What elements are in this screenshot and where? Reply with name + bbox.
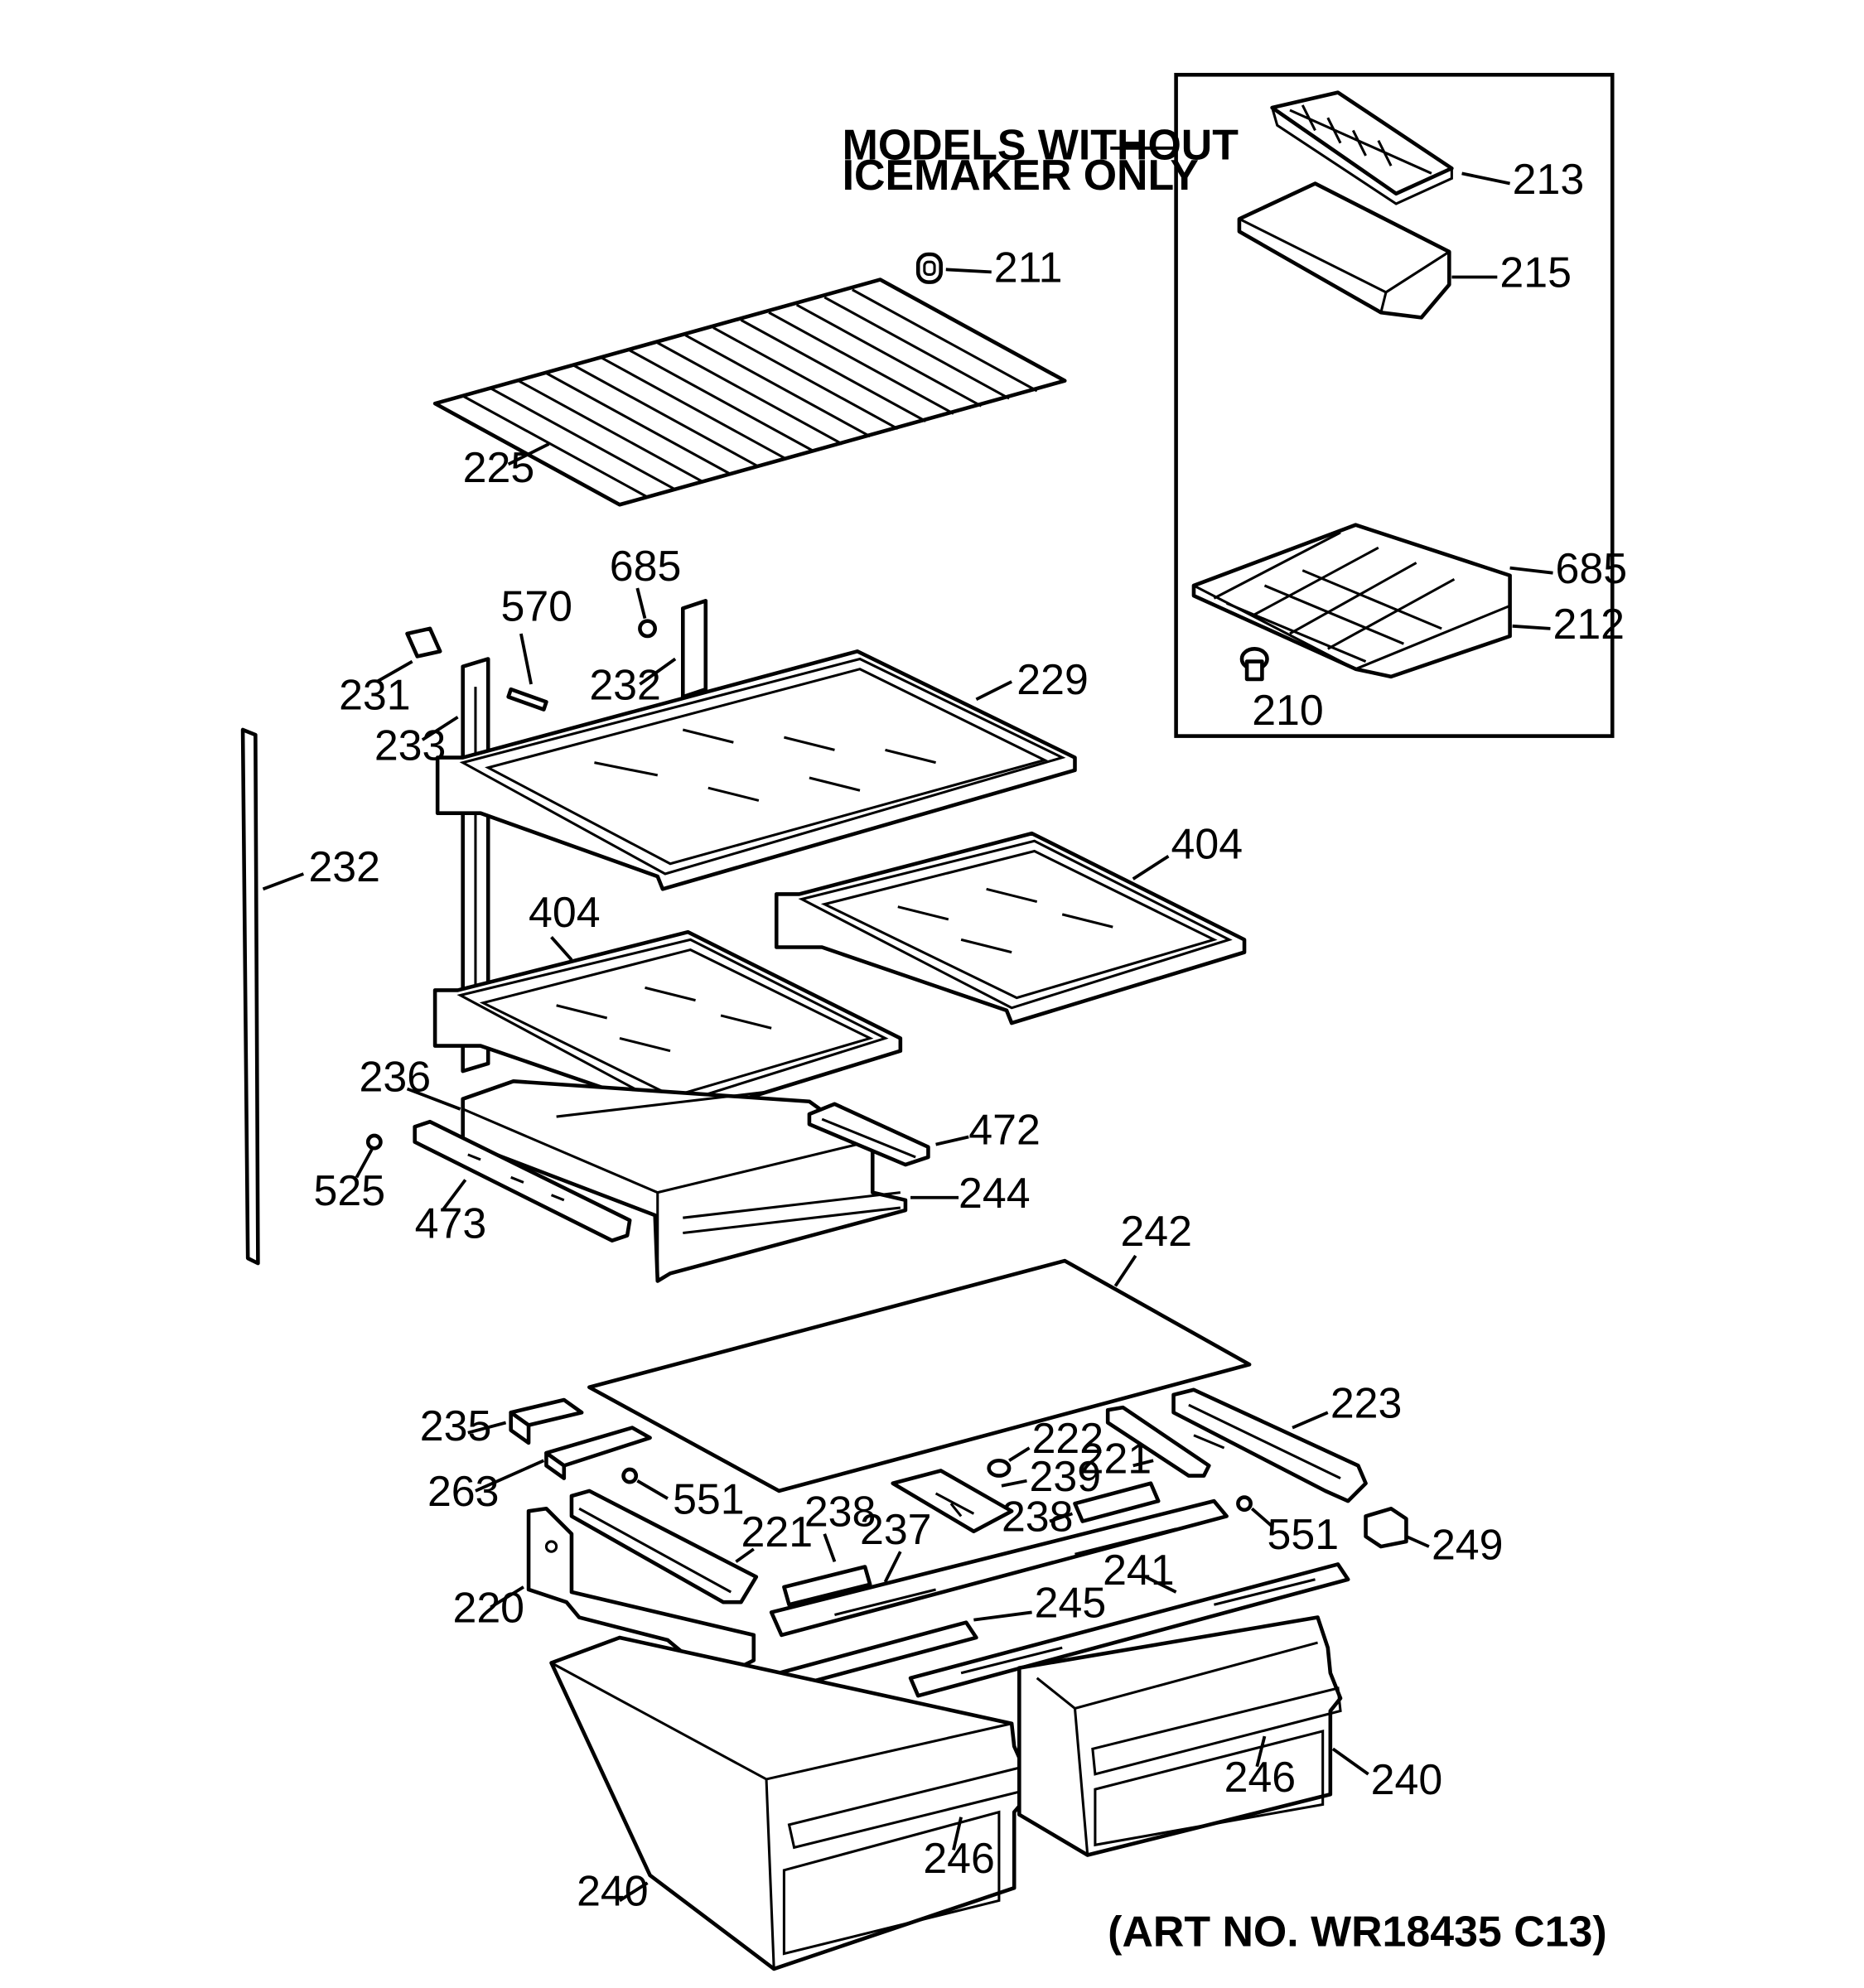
label-246-right: 246 <box>1224 1753 1297 1801</box>
crisper-cover-glass-part <box>587 1258 1252 1493</box>
label-238-right: 238 <box>1002 1493 1074 1541</box>
label-221-left: 221 <box>741 1508 814 1556</box>
rail-241-part <box>908 1562 1350 1698</box>
label-242: 242 <box>1120 1207 1192 1255</box>
label-211: 211 <box>994 244 1063 292</box>
screw-551-right-part <box>1236 1495 1253 1513</box>
inset-title-line2: ICEMAKER ONLY <box>843 151 1199 199</box>
roller-222-part <box>987 1458 1012 1478</box>
shelf-ladder-rear-part <box>680 598 708 699</box>
label-232-side: 232 <box>308 842 380 890</box>
label-212: 212 <box>1553 600 1625 648</box>
slide-rail-left-part <box>413 1119 632 1242</box>
screw-525-part <box>365 1133 383 1151</box>
label-237: 237 <box>860 1505 932 1553</box>
ice-bin-part <box>1237 181 1451 320</box>
stud-part <box>1239 646 1269 682</box>
inset-title-line1: MODELS WITHOUT <box>843 121 1239 169</box>
label-551-right: 551 <box>1268 1510 1340 1558</box>
slide-238-left-part <box>782 1565 872 1607</box>
snack-drawer-part <box>461 1079 908 1283</box>
art-number: (ART NO. WR18435 C13) <box>1108 1907 1606 1955</box>
label-685-top: 685 <box>610 542 682 590</box>
spacer-part <box>915 252 943 284</box>
label-244: 244 <box>959 1169 1031 1217</box>
label-246-left: 246 <box>923 1834 995 1882</box>
wire-shelf-part <box>432 277 1067 507</box>
slide-238-right-part <box>1073 1481 1161 1523</box>
label-239: 239 <box>1030 1452 1102 1500</box>
screw-685-part <box>638 619 657 639</box>
label-238-left: 238 <box>804 1488 876 1536</box>
slide-rail-right-part <box>807 1102 930 1167</box>
cover-support-235-part <box>509 1397 584 1445</box>
label-240-left: 240 <box>577 1867 649 1915</box>
crisper-drawer-right-part <box>1017 1615 1343 1857</box>
side-strip-part <box>240 727 260 1266</box>
clip-part <box>405 626 442 659</box>
label-263: 263 <box>427 1467 500 1515</box>
glass-shelf-large-part <box>435 649 1077 891</box>
label-245: 245 <box>1035 1579 1107 1627</box>
label-235: 235 <box>420 1402 492 1450</box>
screw-570-part <box>506 687 548 712</box>
label-229: 229 <box>1017 655 1089 703</box>
label-231: 231 <box>339 671 411 719</box>
front-frame-237-part <box>769 1498 1229 1638</box>
label-223: 223 <box>1330 1378 1403 1426</box>
label-220: 220 <box>452 1584 524 1632</box>
label-570: 570 <box>500 582 572 630</box>
label-222: 222 <box>1032 1414 1104 1462</box>
label-232-top: 232 <box>589 660 661 708</box>
label-213: 213 <box>1513 155 1585 203</box>
label-233: 233 <box>374 721 447 770</box>
channel-221-right-part <box>1105 1405 1211 1478</box>
channel-221-left-part <box>569 1489 759 1604</box>
label-525: 525 <box>314 1166 386 1214</box>
crisper-drawer-left-part <box>549 1635 1031 1971</box>
ice-tray-part <box>1270 90 1454 205</box>
label-225: 225 <box>463 443 535 491</box>
control-239-part <box>891 1469 1014 1534</box>
icemaker-inset-box <box>1174 72 1615 738</box>
label-236: 236 <box>360 1053 432 1101</box>
label-404-left: 404 <box>529 888 601 936</box>
label-551-left: 551 <box>673 1474 745 1522</box>
hinge-249-part <box>1364 1506 1408 1549</box>
screw-551-left-part <box>621 1467 639 1484</box>
cover-support-263-part <box>544 1426 652 1480</box>
label-685-inset: 685 <box>1556 544 1628 592</box>
label-210: 210 <box>1252 686 1324 734</box>
label-221-right: 221 <box>1080 1435 1152 1483</box>
label-472: 472 <box>968 1106 1041 1154</box>
label-215: 215 <box>1499 248 1572 297</box>
cover-support-223-part <box>1171 1387 1368 1503</box>
label-240-right: 240 <box>1371 1755 1443 1803</box>
label-473: 473 <box>415 1199 487 1247</box>
label-404-right: 404 <box>1171 820 1243 868</box>
label-249: 249 <box>1432 1520 1504 1568</box>
label-241: 241 <box>1103 1546 1175 1594</box>
glass-shelf-right-part <box>774 831 1247 1025</box>
glass-shelf-left-part <box>432 929 903 1124</box>
freezer-shelf-part <box>1191 523 1512 679</box>
